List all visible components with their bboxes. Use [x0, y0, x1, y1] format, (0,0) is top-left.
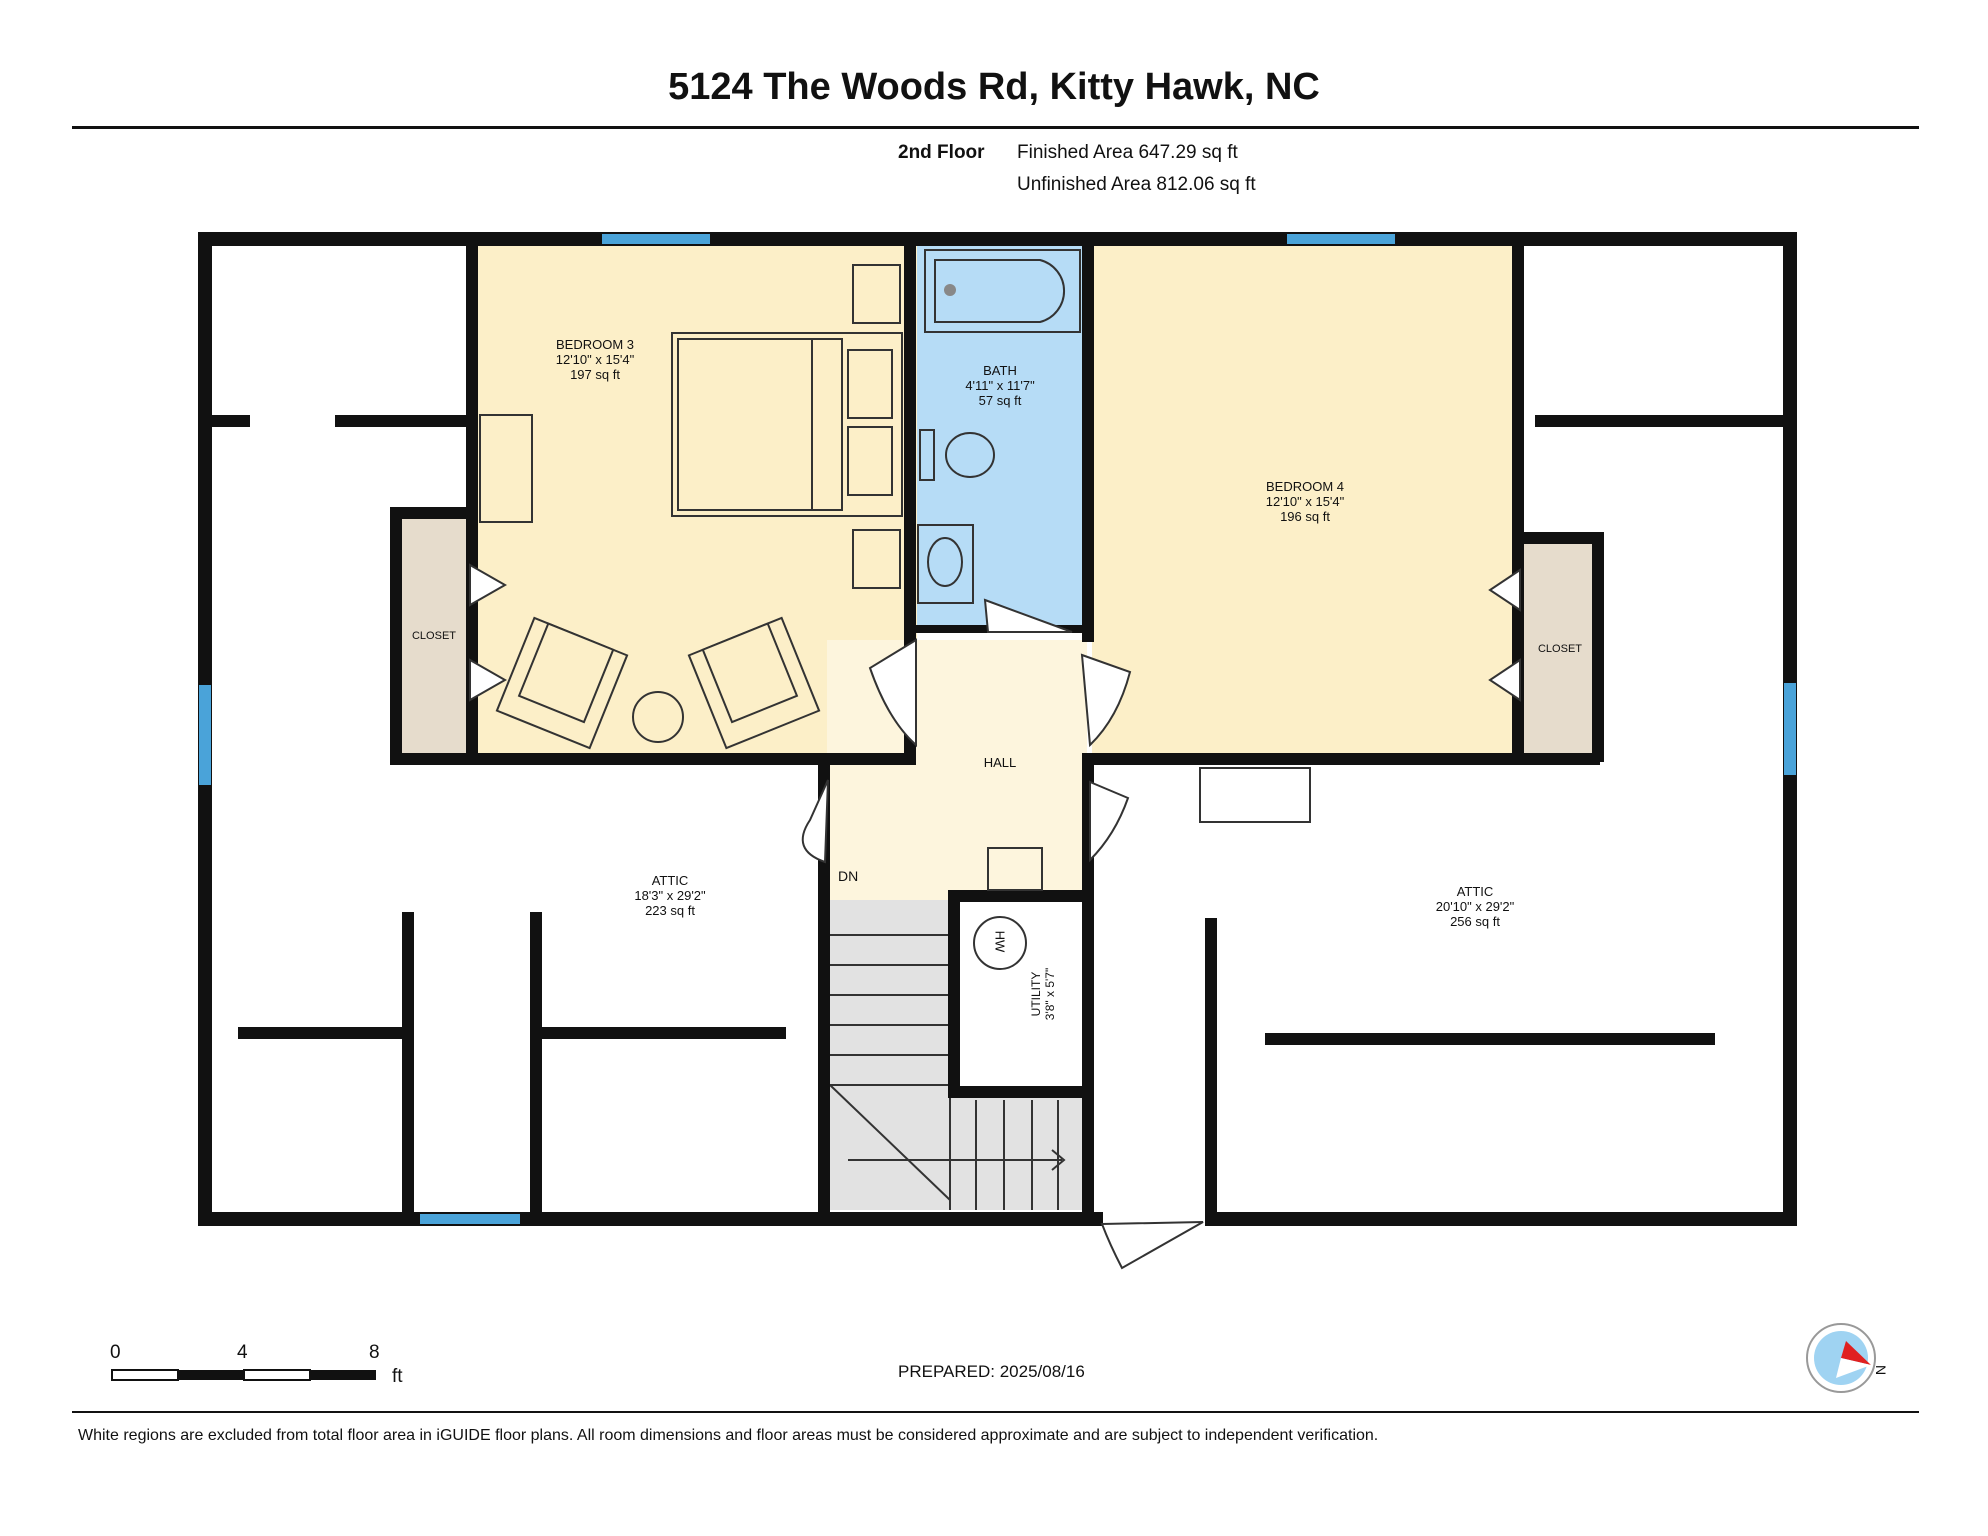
nightstand-top [852, 264, 901, 324]
finished-area: Finished Area 647.29 sq ft [1017, 142, 1238, 163]
attic-left-dims: 18'3" x 29'2" [634, 888, 706, 903]
closet-left-floor [398, 515, 470, 758]
tub-drain [944, 284, 956, 296]
closet-left-label: CLOSET [411, 630, 456, 642]
attic-right-name: ATTIC [1456, 884, 1494, 899]
attic-right-label: ATTIC 20'10" x 29'2" 256 sq ft [1415, 884, 1535, 929]
hall-floor [827, 640, 1087, 900]
bedroom-4-floor [1092, 240, 1517, 760]
bath-area: 57 sq ft [978, 393, 1022, 408]
bedroom-3-name: BEDROOM 3 [555, 337, 634, 352]
closet-right-floor [1524, 542, 1596, 760]
closet-right-label: CLOSET [1537, 643, 1582, 655]
scale-bar [111, 1369, 376, 1381]
bedroom-4-dims: 12'10" x 15'4" [1265, 494, 1345, 509]
attic-right-dims: 20'10" x 29'2" [1435, 899, 1515, 914]
bedroom-4-name: BEDROOM 4 [1265, 479, 1344, 494]
bedroom-3-label: BEDROOM 3 12'10" x 15'4" 197 sq ft [535, 337, 655, 382]
armchair-right [687, 616, 821, 750]
scale-tick-4: 4 [237, 1342, 248, 1363]
toilet-bowl [945, 432, 995, 478]
attic-bench [1199, 767, 1311, 823]
bedroom-4-label: BEDROOM 4 12'10" x 15'4" 196 sq ft [1245, 479, 1365, 524]
hall-cabinet [987, 847, 1043, 891]
bath-dims: 4'11" x 11'7" [965, 378, 1035, 393]
sink [927, 537, 963, 587]
dresser [479, 414, 533, 523]
nightstand-bottom [852, 529, 901, 589]
stair-direction-arrow [848, 1149, 1066, 1171]
attic-left-label: ATTIC 18'3" x 29'2" 223 sq ft [610, 873, 730, 918]
windows [199, 234, 1796, 1224]
bath-label: BATH 4'11" x 11'7" 57 sq ft [940, 363, 1060, 408]
attic-left-area: 223 sq ft [645, 903, 695, 918]
bathtub-basin [934, 259, 1066, 323]
scale-tick-8: 8 [369, 1342, 380, 1363]
plan-title: 5124 The Woods Rd, Kitty Hawk, NC [668, 66, 1320, 108]
floor-label: 2nd Floor [898, 142, 985, 163]
compass-icon [1806, 1323, 1876, 1393]
stairs-lower [950, 1092, 1082, 1210]
stair-treads [829, 934, 1059, 1210]
attic-left-name: ATTIC [651, 873, 689, 888]
toilet-tank [919, 429, 935, 481]
stairs-dn-label: DN [838, 868, 859, 884]
armchair-left [495, 616, 629, 750]
utility-label: UTILITY 3'8" x 5'7" [1029, 944, 1057, 1044]
water-heater-label: HW [992, 930, 1008, 953]
utility-name: UTILITY [1029, 971, 1043, 1017]
walls [198, 232, 1797, 1226]
bed [671, 332, 903, 517]
disclaimer-text: White regions are excluded from total fl… [78, 1427, 1379, 1444]
footer-divider [72, 1411, 1919, 1413]
scale-unit: ft [392, 1366, 403, 1387]
bedroom-3-dims: 12'10" x 15'4" [555, 352, 635, 367]
compass-north-label: N [1873, 1364, 1890, 1376]
bedroom-4-area: 196 sq ft [1280, 509, 1330, 524]
attic-right-area: 256 sq ft [1450, 914, 1500, 929]
bedroom-3-area: 197 sq ft [570, 367, 620, 382]
water-heater [973, 916, 1027, 970]
prepared-date: PREPARED: 2025/08/16 [898, 1362, 1085, 1381]
door-swings [469, 563, 1521, 1270]
unfinished-area: Unfinished Area 812.06 sq ft [1017, 174, 1256, 195]
utility-dims: 3'8" x 5'7" [1043, 967, 1057, 1021]
header-divider [72, 126, 1919, 129]
hall-label: HALL [983, 755, 1017, 770]
scale-tick-0: 0 [110, 1342, 121, 1363]
side-table [632, 691, 684, 743]
bath-name: BATH [983, 363, 1017, 378]
